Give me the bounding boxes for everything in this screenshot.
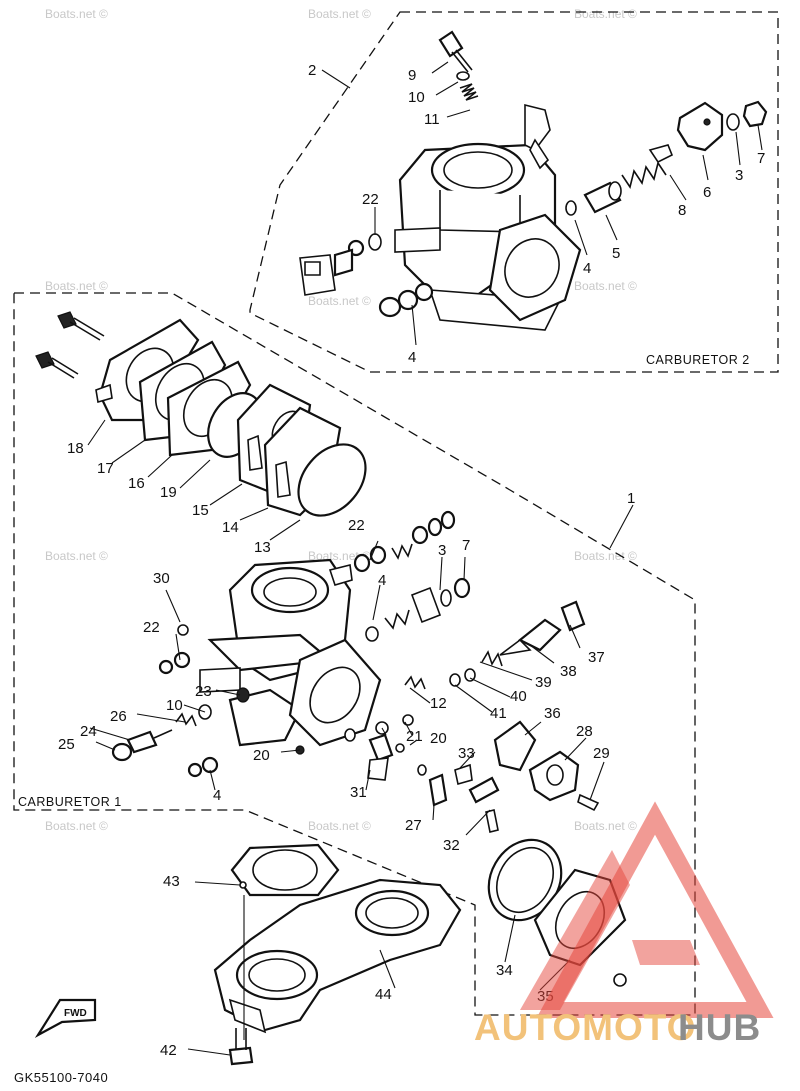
brand-name-hub: HUB xyxy=(678,1007,761,1048)
callout-label: 17 xyxy=(97,460,114,477)
callout-label: 42 xyxy=(160,1042,177,1059)
callout-label: 8 xyxy=(678,202,686,219)
callout-label: 3 xyxy=(735,167,743,184)
carburetor-1-label: CARBURETOR 1 xyxy=(18,795,122,809)
callout-label: 13 xyxy=(254,539,271,556)
callout-label: 10 xyxy=(166,697,183,714)
callout-label: 4 xyxy=(583,260,591,277)
watermark: Boats.net © xyxy=(45,549,108,563)
callout-label: 32 xyxy=(443,837,460,854)
callout-label: 30 xyxy=(153,570,170,587)
callout-label: 22 xyxy=(348,517,365,534)
watermark: Boats.net © xyxy=(308,819,371,833)
front-arrow-icon xyxy=(34,998,97,1038)
callout-label: 40 xyxy=(510,688,527,705)
callout-label: 4 xyxy=(213,787,221,804)
gasket-stack xyxy=(35,311,367,517)
callout-label: 33 xyxy=(458,745,475,762)
callout-label: 27 xyxy=(405,817,422,834)
callout-label: 43 xyxy=(163,873,180,890)
front-arrow-label: FWD xyxy=(64,1008,87,1019)
watermark: Boats.net © xyxy=(45,819,108,833)
callout-label: 11 xyxy=(424,111,440,128)
leader-lines xyxy=(87,61,763,1056)
diagram-code: GK55100-7040 xyxy=(14,1070,108,1085)
callout-label: 36 xyxy=(544,705,561,722)
callout-label: 4 xyxy=(378,572,386,589)
callout-label: 15 xyxy=(192,502,209,519)
callout-label: 19 xyxy=(160,484,177,501)
callout-label: 6 xyxy=(703,184,711,201)
callout-label: 1 xyxy=(627,490,635,507)
carburetor-2-body xyxy=(299,103,582,331)
callout-label: 25 xyxy=(58,736,75,753)
callout-label: 3 xyxy=(438,542,446,559)
callout-label: 20 xyxy=(430,730,447,747)
callout-label: 10 xyxy=(408,89,425,106)
automotohub-logo xyxy=(520,801,774,1018)
callout-label: 4 xyxy=(408,349,416,366)
callout-label: 2 xyxy=(308,62,316,79)
watermark: Boats.net © xyxy=(574,279,637,293)
callout-label: 20 xyxy=(253,747,270,764)
callout-label: 37 xyxy=(588,649,605,666)
callout-label: 21 xyxy=(406,728,423,745)
callout-label: 22 xyxy=(143,619,160,636)
callout-label: 16 xyxy=(128,475,145,492)
callout-numbers: 2 9 10 11 22 4 5 8 6 3 7 4 18 17 16 19 1… xyxy=(58,62,765,1059)
callout-label: 7 xyxy=(462,537,470,554)
carburetor-2-parts xyxy=(333,30,768,318)
watermark: Boats.net © xyxy=(574,549,637,563)
bottom-components: FWD xyxy=(34,838,627,1066)
carburetor-2-outline xyxy=(249,11,779,373)
callout-label: 44 xyxy=(375,986,392,1003)
callout-label: 39 xyxy=(535,674,552,691)
callout-label: 7 xyxy=(757,150,765,167)
callout-label: 34 xyxy=(496,962,513,979)
callout-label: 12 xyxy=(430,695,447,712)
callout-label: 31 xyxy=(350,784,367,801)
watermark: Boats.net © xyxy=(574,7,637,21)
callout-label: 18 xyxy=(67,440,84,457)
watermark: Boats.net © xyxy=(574,819,637,833)
watermark: Boats.net © xyxy=(308,7,371,21)
callout-label: 24 xyxy=(80,723,97,740)
callout-label: 9 xyxy=(408,67,416,84)
carburetor-1-parts xyxy=(111,510,600,833)
callout-label: 29 xyxy=(593,745,610,762)
callout-label: 26 xyxy=(110,708,127,725)
callout-label: 23 xyxy=(195,683,212,700)
carburetor-1-body xyxy=(199,558,382,747)
callout-label: 28 xyxy=(576,723,593,740)
watermark: Boats.net © xyxy=(45,279,108,293)
callout-label: 41 xyxy=(490,705,507,722)
brand-name-auto: AUTOMOTO xyxy=(474,1007,696,1048)
watermark: Boats.net © xyxy=(45,7,108,21)
callout-label: 14 xyxy=(222,519,239,536)
callout-label: 22 xyxy=(362,191,379,208)
callout-label: 38 xyxy=(560,663,577,680)
watermark: Boats.net © xyxy=(308,294,371,308)
callout-label: 5 xyxy=(612,245,620,262)
carburetor-2-label: CARBURETOR 2 xyxy=(646,353,750,367)
